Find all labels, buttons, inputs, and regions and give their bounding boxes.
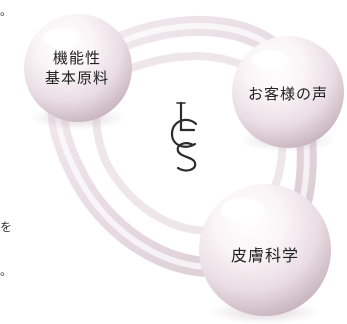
lcs-logo <box>170 101 198 172</box>
label-skin-science: 皮膚科学 <box>230 246 299 265</box>
edge-text-middle: を <box>0 220 13 234</box>
label-customer-voice: お客様の声 <box>247 85 328 103</box>
edge-text-top: 。 <box>0 4 13 18</box>
label-functional-ingredients: 機能性 基本原料 <box>22 48 132 88</box>
edge-text-bottom: 。 <box>0 264 13 278</box>
label-functional-line2: 基本原料 <box>44 69 109 87</box>
label-functional-line1: 機能性 <box>52 49 101 67</box>
